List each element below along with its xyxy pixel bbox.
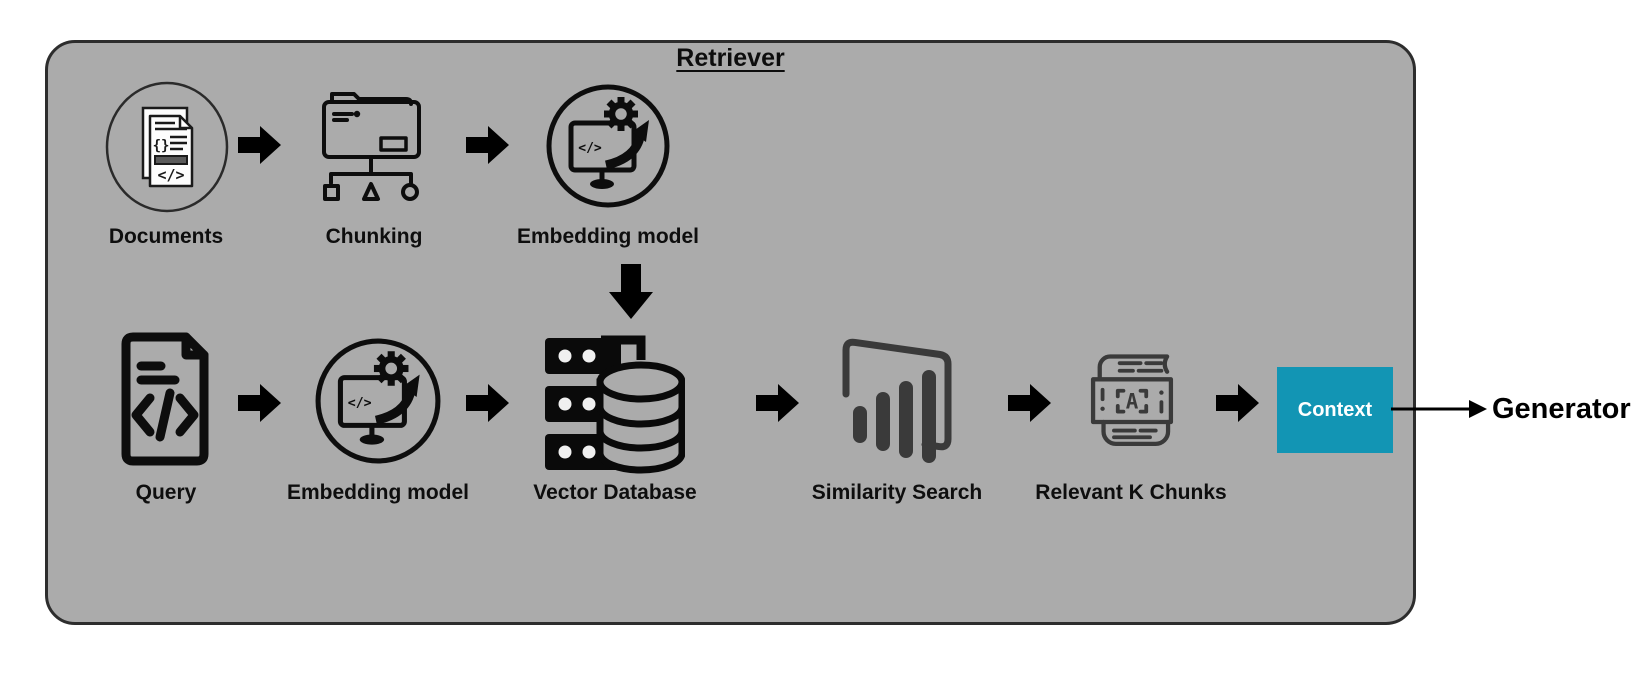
embedding-model-icon: </> <box>546 84 670 208</box>
step-label-relevant-k-chunks: Relevant K Chunks <box>1035 481 1227 504</box>
retriever-title: Retriever <box>676 44 785 72</box>
step-label-vector-database: Vector Database <box>533 481 697 504</box>
flow-arrow-right-icon <box>1216 384 1259 422</box>
gear-icon <box>373 351 409 386</box>
context-label: Context <box>1297 398 1373 421</box>
flow-arrow-right-icon <box>238 384 281 422</box>
letter-a-glyph: A <box>1126 390 1139 414</box>
context-node: Context <box>1277 367 1393 453</box>
code-glyph: </> <box>578 141 602 156</box>
retriever-container <box>45 40 1416 625</box>
flow-arrow-right-icon <box>756 384 799 422</box>
vector-database-icon <box>545 335 685 474</box>
step-label-documents: Documents <box>108 225 224 248</box>
embedding-model-icon: </> <box>315 338 441 464</box>
chunking-icon <box>322 92 421 201</box>
relevant-k-chunks-icon: A <box>1090 354 1174 446</box>
flow-arrow-right-icon <box>1008 384 1051 422</box>
step-label-similarity-search: Similarity Search <box>811 481 983 504</box>
gear-icon <box>604 97 638 131</box>
code-glyph: </> <box>348 396 372 411</box>
query-icon <box>121 332 209 466</box>
flow-arrow-right-icon <box>466 126 509 164</box>
context-to-generator-arrow <box>1391 400 1487 418</box>
step-label-embedding-model-top: Embedding model <box>516 225 699 248</box>
flow-arrow-down-icon <box>609 264 653 319</box>
step-label-embedding-model-bottom: Embedding model <box>286 481 469 504</box>
similarity-search-icon <box>842 338 952 463</box>
step-label-query: Query <box>135 481 197 504</box>
step-label-chunking: Chunking <box>325 225 423 248</box>
flow-arrow-right-icon <box>466 384 509 422</box>
documents-icon: {} </> <box>105 81 229 213</box>
braces-glyph: {} <box>153 138 170 154</box>
generator-label: Generator <box>1492 393 1631 425</box>
code-glyph: </> <box>157 166 184 184</box>
flow-arrow-right-icon <box>238 126 281 164</box>
